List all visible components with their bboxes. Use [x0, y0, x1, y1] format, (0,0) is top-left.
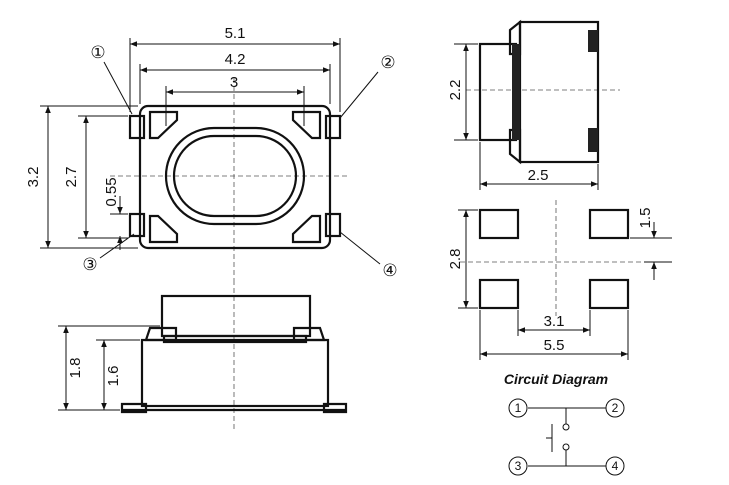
leader-pin-3 — [99, 233, 135, 259]
foot-right — [322, 402, 348, 414]
actuator-inner — [172, 134, 298, 218]
dim-label-pad-height: 1.5 — [637, 208, 654, 229]
circuit-diagram: Circuit Diagram 1 2 3 4 — [504, 371, 625, 476]
pad-1 — [478, 208, 520, 240]
circuit-pin-4-label: 4 — [612, 459, 619, 473]
dim-label-outer-spacing: 5.5 — [544, 337, 565, 354]
end-body — [518, 20, 600, 164]
dim-label-width-actuator: 3 — [230, 74, 238, 91]
side-view: 1.8 1.6 — [58, 280, 348, 432]
pad-layout: 1.5 2.8 3.1 5.5 — [447, 200, 672, 360]
leader-pin-1 — [103, 61, 133, 115]
terminal-3 — [128, 212, 146, 238]
circuit-pin-1 — [508, 398, 528, 418]
dim-label-inner-spacing: 3.1 — [544, 313, 565, 330]
corner-clip-tr — [291, 110, 322, 140]
pin-callout-2: ② — [380, 53, 395, 72]
pin-callout-3: ③ — [82, 255, 97, 274]
circuit-pin-1-label: 1 — [515, 401, 522, 415]
top-view: 5.1 4.2 3 3.2 2.7 0.55 ① ② ③ ④ — [25, 25, 398, 280]
terminal-4 — [324, 212, 342, 238]
leader-pin-4 — [339, 231, 381, 265]
dim-label-terminal-width: 0.55 — [103, 177, 120, 206]
end-plunger — [478, 42, 518, 142]
circuit-pin-3-label: 3 — [515, 459, 522, 473]
end-tab — [588, 128, 598, 152]
corner-clip-tl — [148, 110, 179, 140]
dim-label-row-spacing: 2.8 — [447, 249, 464, 270]
corner-clip-br — [291, 214, 322, 244]
dim-label-end-width: 2.5 — [528, 167, 549, 184]
terminal-2 — [324, 114, 342, 140]
dim-label-width-body: 4.2 — [225, 51, 246, 68]
dim-label-width-overall: 5.1 — [225, 25, 246, 42]
end-tab — [588, 30, 598, 52]
pad-2 — [588, 208, 630, 240]
corner-clip-bl — [148, 214, 179, 244]
switch-contact-top — [562, 423, 570, 431]
end-plunger-side — [512, 44, 520, 140]
leader-pin-2 — [339, 71, 379, 119]
circuit-pin-4 — [605, 456, 625, 476]
switch-body — [138, 104, 332, 250]
circuit-diagram-title: Circuit Diagram — [504, 371, 608, 387]
pin-callout-4: ④ — [382, 261, 397, 280]
dim-label-side-total: 1.8 — [67, 358, 84, 379]
dim-label-height-overall: 3.2 — [25, 167, 42, 188]
pad-4 — [588, 278, 630, 310]
terminal-1 — [128, 114, 146, 140]
actuator-outer — [164, 126, 306, 226]
dim-label-side-body: 1.6 — [105, 366, 122, 387]
pin-callout-1: ① — [90, 43, 105, 62]
side-body — [140, 338, 330, 408]
circuit-pin-2-label: 2 — [612, 401, 619, 415]
dim-label-height-body: 2.7 — [63, 167, 80, 188]
end-view: 2.2 2.5 — [447, 19, 620, 190]
circuit-pin-3 — [508, 456, 528, 476]
switch-contact-bottom — [562, 443, 570, 451]
pad-3 — [478, 278, 520, 310]
plunger — [160, 294, 312, 338]
dim-label-end-height: 2.2 — [447, 80, 464, 101]
foot-left — [120, 402, 148, 414]
circuit-pin-2 — [605, 398, 625, 418]
